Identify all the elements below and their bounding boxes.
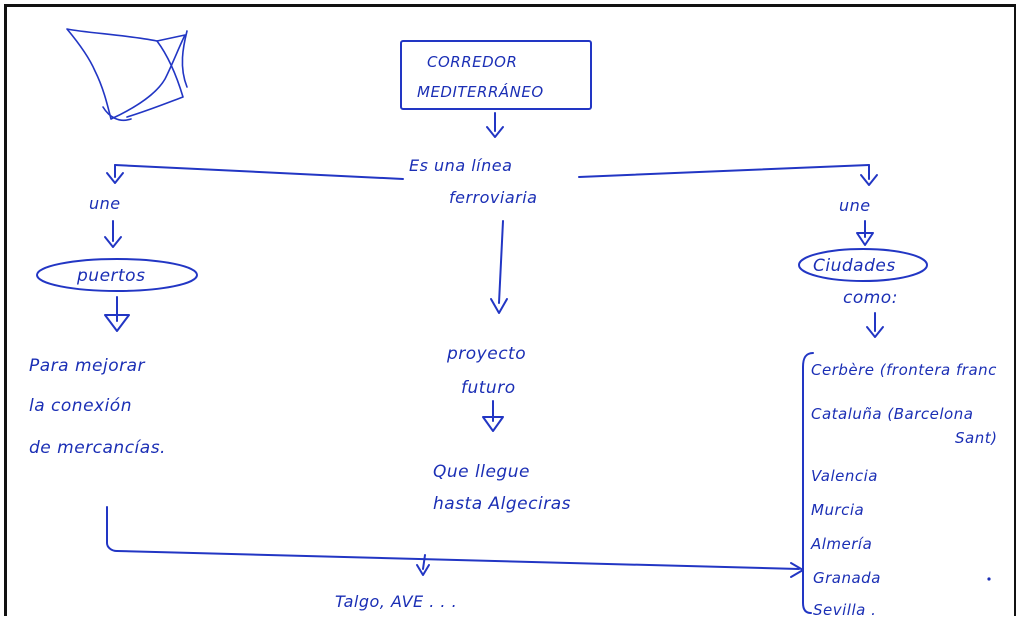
ciudades-node: [798, 248, 928, 282]
title-line-1: CORREDOR: [427, 53, 517, 71]
bottom-connector: [106, 506, 804, 578]
concept-map: CORREDOR MEDITERRÁNEO Es una línea ferro…: [29, 28, 997, 616]
city-item: Granada: [813, 569, 881, 587]
city-item: Almería: [810, 535, 872, 553]
right-connector: une: [839, 196, 871, 215]
left-purpose-line-1: Para mejorar: [29, 356, 146, 376]
city-item-extra: Sant): [955, 429, 997, 447]
city-item: Sevilla .: [813, 601, 876, 616]
left-connector: une: [89, 194, 121, 213]
diagram-sheet: CORREDOR MEDITERRÁNEO Es una línea ferro…: [4, 4, 1016, 616]
puertos-node: [36, 258, 198, 292]
bottom-note: Talgo, AVE . . .: [335, 592, 457, 611]
arrow-right-como: [866, 312, 884, 338]
arrow-title-definition: [486, 112, 504, 138]
left-purpose-line-2: la conexión: [29, 396, 132, 416]
title-box: [400, 40, 592, 110]
branch-left: [106, 164, 404, 184]
city-list-bracket: [802, 352, 814, 614]
peninsula-sketch-icon: [66, 28, 188, 122]
arrow-left-une: [104, 220, 122, 248]
definition-line-2: ferroviaria: [449, 188, 537, 207]
definition-line-1: Es una línea: [409, 156, 512, 175]
city-item: Cerbère (frontera franc: [811, 361, 997, 379]
center-goal-line-2: hasta Algeciras: [433, 494, 571, 514]
puertos-label: puertos: [76, 266, 145, 286]
city-item: Valencia: [811, 467, 878, 485]
branch-right: [578, 164, 878, 186]
ciudades-label: Ciudades: [813, 256, 896, 276]
city-item: Cataluña (Barcelona: [811, 405, 973, 423]
arrow-center-definition: [490, 220, 508, 314]
city-list: Cerbère (frontera franc Cataluña (Barcel…: [810, 361, 997, 616]
arrow-left-puertos: [104, 296, 130, 332]
center-node-line-1: proyecto: [446, 344, 526, 364]
arrow-right-une: [856, 220, 874, 246]
center-goal-line-1: Que llegue: [433, 462, 530, 482]
ciudades-qualifier: como:: [843, 288, 898, 308]
ink-dot: [987, 577, 991, 581]
city-item: Murcia: [811, 501, 864, 519]
arrow-center-proyecto: [482, 400, 504, 432]
left-purpose-line-3: de mercancías.: [29, 438, 166, 458]
center-node-line-2: futuro: [461, 378, 516, 398]
title-line-2: MEDITERRÁNEO: [417, 82, 544, 101]
